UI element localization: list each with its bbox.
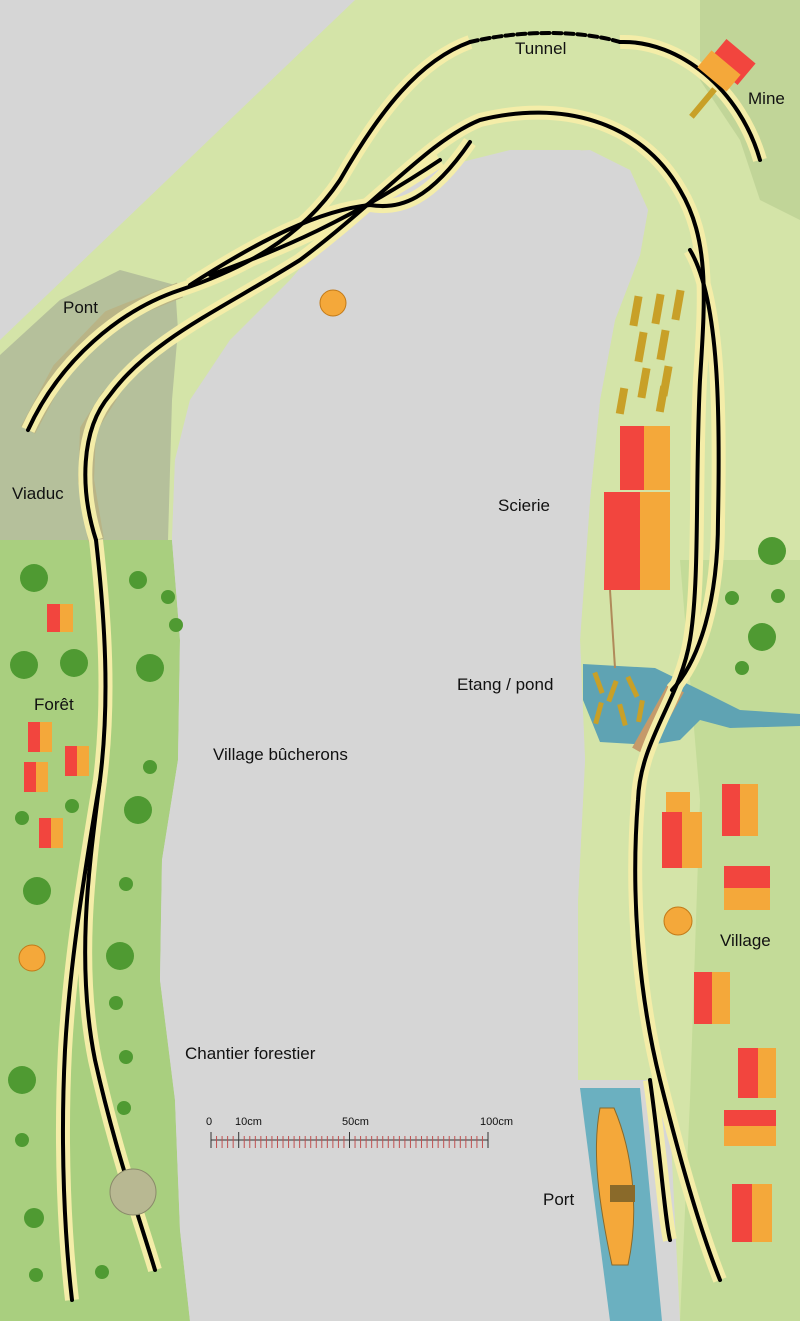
boat xyxy=(595,1107,635,1266)
scale-50cm: 50cm xyxy=(342,1116,369,1128)
label-chantier: Chantier forestier xyxy=(185,1044,316,1063)
sawmill-buildings xyxy=(604,426,670,590)
label-pont: Pont xyxy=(63,298,98,317)
scale-10cm: 10cm xyxy=(235,1116,262,1128)
pond-water xyxy=(583,664,800,745)
forest-houses xyxy=(24,604,89,848)
lumber-stacks xyxy=(615,289,685,415)
orange-tree-markers xyxy=(18,289,693,972)
scale-0: 0 xyxy=(206,1116,212,1128)
label-village-bucherons: Village bûcherons xyxy=(213,745,348,764)
label-scierie: Scierie xyxy=(498,496,550,515)
trees xyxy=(8,537,786,1282)
label-port: Port xyxy=(543,1190,574,1209)
label-village: Village xyxy=(720,931,771,950)
log-chute xyxy=(609,589,616,669)
scale-bar: 0 10cm 50cm 100cm xyxy=(206,1116,513,1148)
village-houses xyxy=(662,784,776,1242)
central-plain xyxy=(160,150,648,1321)
label-etang: Etang / pond xyxy=(457,675,553,694)
rails xyxy=(26,31,762,1302)
mine-building xyxy=(689,39,756,119)
label-tunnel: Tunnel xyxy=(515,39,566,58)
label-mine: Mine xyxy=(748,89,785,108)
label-viaduc: Viaduc xyxy=(12,484,64,503)
scale-100cm: 100cm xyxy=(480,1116,513,1128)
log-turntable xyxy=(109,1168,157,1216)
floating-logs xyxy=(592,671,645,727)
label-foret: Forêt xyxy=(34,695,74,714)
hillside-shading xyxy=(0,270,178,540)
